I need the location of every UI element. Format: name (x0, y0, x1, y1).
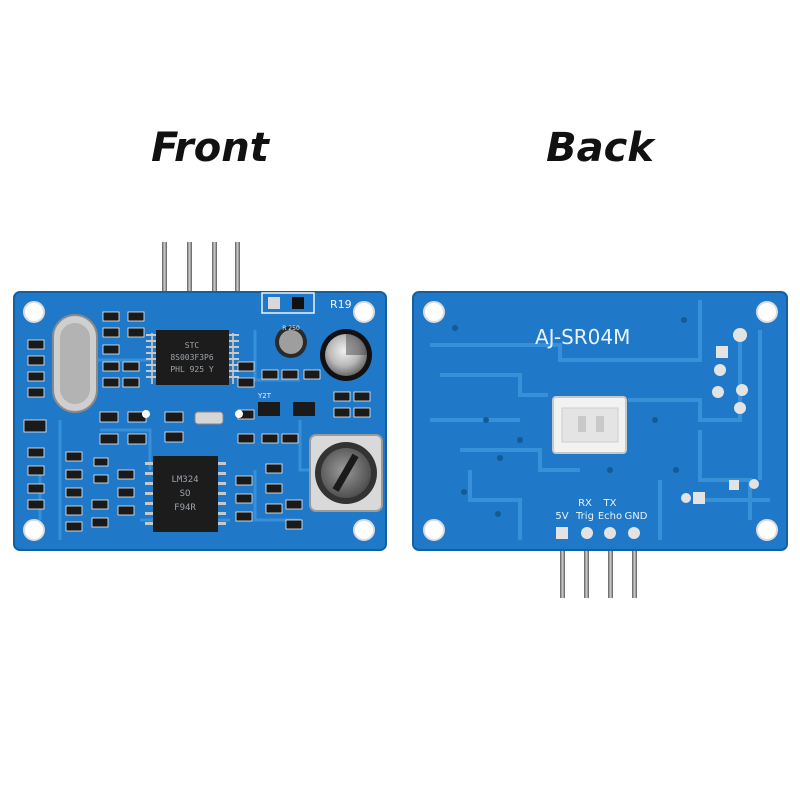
model-label: AJ-SR04M (535, 325, 630, 349)
pin-label-tx: TX (603, 498, 617, 509)
front-lower-chip: LM324 SO F94R (145, 456, 226, 532)
cap-marking: R 250 (282, 325, 300, 332)
potentiometer (309, 434, 383, 512)
upper-chip-line-1: STC (185, 341, 200, 350)
r19-label: R19 (330, 298, 352, 311)
front-upper-chip: STC 8S003F3P6 PHL 925 Y (146, 330, 239, 385)
back-vias (452, 317, 687, 517)
upper-chip-line-3: PHL 925 Y (170, 365, 214, 374)
pin-label-echo: Echo (598, 511, 622, 522)
front-heading: Front (151, 125, 269, 171)
lower-chip-line-2: SO (180, 489, 191, 499)
transducer-connector (552, 396, 627, 454)
front-transistors: Y2T (257, 392, 315, 416)
pin-label-trig: Trig (575, 511, 594, 522)
small-capacitor: R 250 (275, 325, 307, 358)
pin-label-rx: RX (578, 498, 592, 509)
pin-label-5v: 5V (555, 511, 568, 522)
upper-chip-line-2: 8S003F3P6 (170, 353, 214, 362)
back-mounting-holes (423, 301, 778, 541)
back-solder-pads (556, 328, 759, 539)
back-header-pins (560, 540, 637, 598)
back-board: AJ-SR04M (412, 291, 788, 598)
crystal-oscillator (52, 314, 98, 413)
front-smd-components (23, 311, 371, 532)
header-pads (261, 292, 315, 314)
front-board: STC 8S003F3P6 PHL 925 Y LM324 SO F94R (13, 242, 387, 551)
pin-labels: RX TX 5V Trig Echo GND (555, 498, 647, 522)
lower-chip-line-1: LM324 (171, 475, 198, 485)
electrolytic-capacitor (320, 329, 372, 381)
transistor-label: Y2T (257, 392, 272, 400)
back-heading: Back (546, 125, 654, 171)
lower-chip-line-3: F94R (174, 503, 196, 513)
pin-label-gnd: GND (625, 511, 648, 522)
front-mounting-holes (23, 301, 375, 541)
